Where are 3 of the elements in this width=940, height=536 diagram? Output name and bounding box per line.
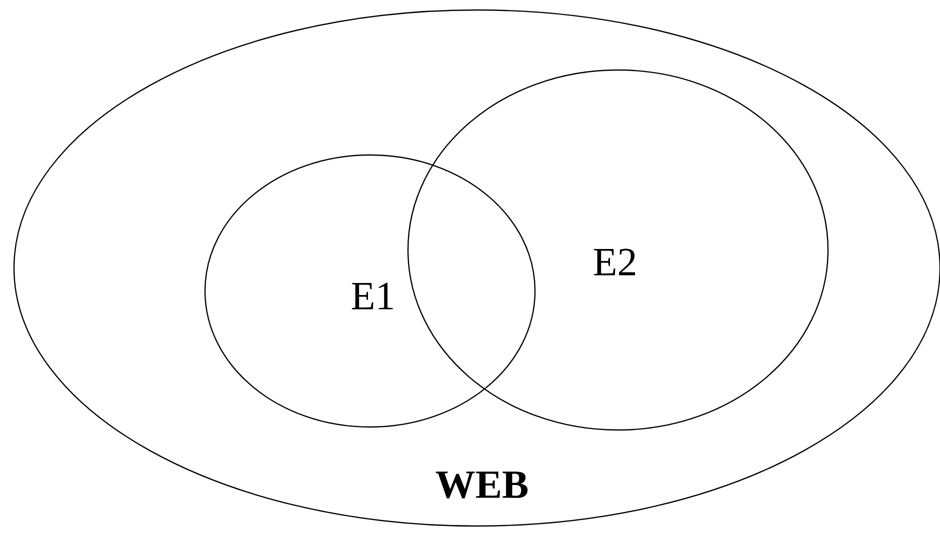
node-label: E2: [594, 248, 636, 276]
node-label: WEB: [436, 472, 528, 498]
node-label: E1: [352, 282, 393, 310]
